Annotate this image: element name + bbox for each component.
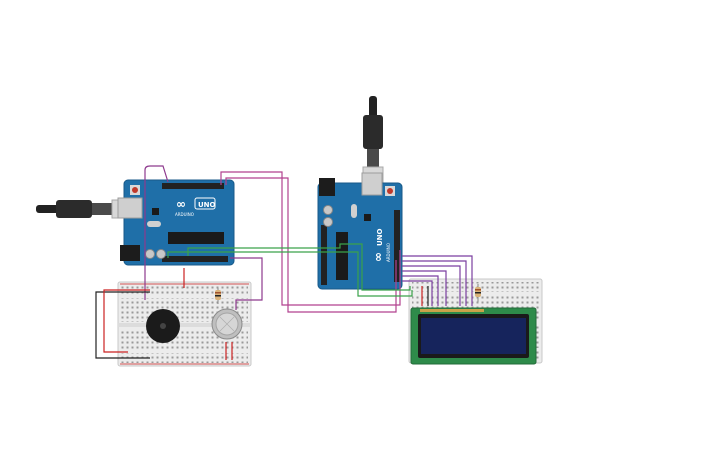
wire-purple-buzzer[interactable]	[144, 165, 169, 300]
wires	[95, 165, 473, 360]
wire-lcd-6[interactable]	[402, 280, 433, 306]
board-logo-left: ∞	[176, 197, 186, 211]
wire-purple-sensor[interactable]	[230, 257, 263, 310]
arduino-uno-right[interactable]: ∞ UNO ARDUINO	[317, 172, 403, 290]
wire-lcd-3[interactable]	[402, 265, 461, 306]
wire-red-vcc[interactable]	[103, 289, 150, 353]
board-brand-right: ARDUINO	[386, 243, 391, 262]
wire-black-gnd[interactable]	[95, 291, 150, 359]
lcd-16x2[interactable]	[410, 307, 537, 365]
wire-lcd-1[interactable]	[402, 255, 473, 306]
wire-green-1[interactable]	[167, 251, 413, 297]
board-brand-left: ARDUINO	[175, 212, 194, 217]
resistor-left[interactable]	[215, 288, 221, 304]
wire-lcd-2[interactable]	[402, 260, 467, 306]
board-label-right: UNO	[376, 228, 384, 246]
board-logo-right: ∞	[371, 252, 385, 262]
resistor-right[interactable]	[475, 284, 481, 302]
piezo-buzzer[interactable]	[146, 309, 180, 343]
arduino-uno-left[interactable]: ∞ UNO ARDUINO	[117, 179, 235, 266]
wire-lcd-4[interactable]	[402, 270, 447, 306]
board-label-left: UNO	[198, 201, 216, 209]
wire-green-2[interactable]	[187, 243, 411, 291]
wire-lcd-5[interactable]	[402, 275, 439, 306]
gas-sensor[interactable]	[211, 308, 243, 340]
wire-magenta-2[interactable]	[225, 177, 397, 313]
